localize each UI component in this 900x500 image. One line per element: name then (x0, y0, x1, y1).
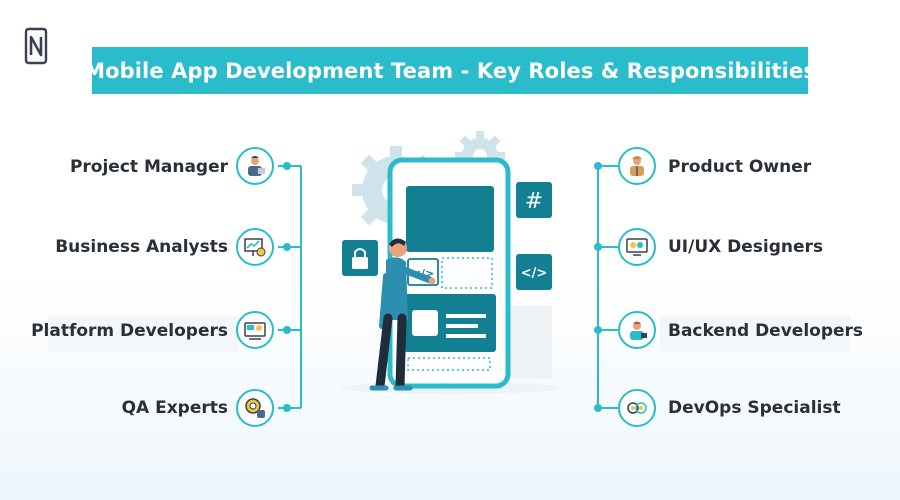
connector-dot (594, 326, 602, 334)
svg-text:</>: </> (521, 266, 548, 281)
code-icon: </> (516, 254, 552, 290)
developer-icon (236, 311, 274, 349)
manager-icon (236, 147, 274, 185)
page-title: Mobile App Development Team - Key Roles … (84, 58, 816, 83)
backend-icon (618, 311, 656, 349)
connector-dot (594, 404, 602, 412)
role-label-devops-specialist: DevOps Specialist (668, 398, 841, 418)
role-label-product-owner: Product Owner (668, 157, 812, 177)
role-label-project-manager: Project Manager (69, 157, 228, 177)
central-illustration: </> # </> (340, 131, 560, 394)
connector-dot (283, 162, 291, 170)
connector-dot (594, 243, 602, 251)
role-label-business-analysts: Business Analysts (55, 237, 228, 257)
role-label-qa-experts: QA Experts (121, 398, 228, 418)
label-highlight (48, 316, 238, 352)
design-icon (618, 228, 656, 266)
connector-dot (283, 404, 291, 412)
role-label-platform-developers: Platform Developers (31, 321, 228, 341)
svg-text:#: # (525, 189, 543, 214)
person-icon (369, 238, 436, 391)
connector-dot (283, 243, 291, 251)
hash-icon: # (516, 182, 552, 218)
lock-icon (342, 240, 378, 276)
connector-dot (283, 326, 291, 334)
n-logo-icon (24, 27, 48, 65)
analytics-icon (236, 228, 274, 266)
title-banner: Mobile App Development Team - Key Roles … (84, 47, 816, 94)
devops-icon (618, 389, 656, 427)
qa-icon (236, 389, 274, 427)
role-label-ui-ux-designers: UI/UX Designers (668, 237, 824, 257)
connector-dot (594, 162, 602, 170)
smartphone-icon (387, 157, 511, 389)
label-highlight (660, 316, 850, 352)
role-label-backend-developers: Backend Developers (668, 321, 864, 341)
owner-icon (618, 147, 656, 185)
